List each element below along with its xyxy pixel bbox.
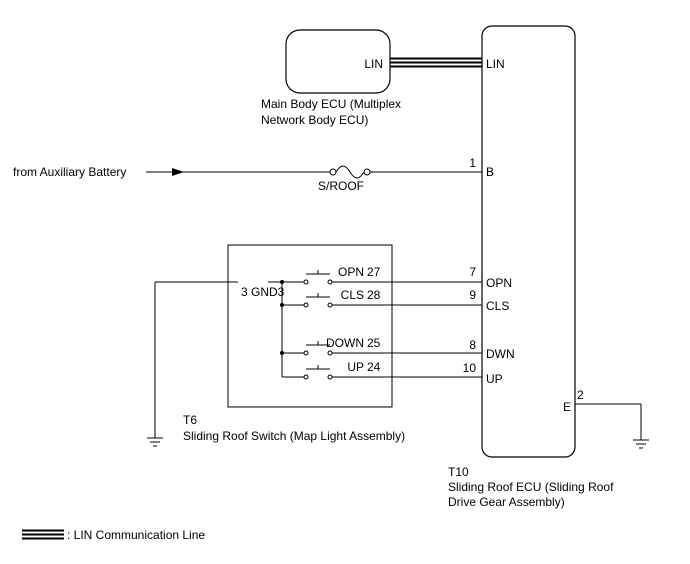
switch-contact-opn bbox=[282, 270, 482, 285]
sliding-roof-ecu-caption-line1: Sliding Roof ECU (Sliding Roof bbox=[448, 480, 614, 494]
ecu-pin-name-lin: LIN bbox=[486, 57, 505, 71]
sliding-roof-ecu-caption-line2: Drive Gear Assembly) bbox=[448, 495, 565, 509]
switch-contact-down bbox=[282, 341, 482, 356]
ecu-pin-name-e: E bbox=[563, 400, 571, 414]
ecu-pin-name-b: B bbox=[486, 165, 494, 179]
switch-pin-number-28: 28 bbox=[367, 288, 381, 302]
ecu-pin-name-dwn: DWN bbox=[486, 347, 515, 361]
switch-pin-number-25: 25 bbox=[367, 336, 381, 350]
switch-pin-name-opn: OPN bbox=[338, 265, 364, 279]
fuse-label: S/ROOF bbox=[318, 179, 364, 193]
main-body-ecu-caption-line1: Main Body ECU (Multiplex bbox=[261, 97, 401, 111]
switch-pin-number-24: 24 bbox=[367, 360, 381, 374]
ecu-pin-number-e: 2 bbox=[577, 388, 584, 402]
main-body-ecu: LIN Main Body ECU (Multiplex Network Bod… bbox=[261, 29, 401, 127]
sliding-roof-switch-connector: T6 bbox=[183, 413, 197, 427]
ecu-pin-name-opn: OPN bbox=[486, 276, 512, 290]
switch-ground-pin-number: 3 bbox=[241, 285, 248, 299]
sliding-roof-ecu-box bbox=[481, 25, 576, 458]
main-body-ecu-lin-pin: LIN bbox=[364, 57, 383, 71]
switch-pin-number-27: 27 bbox=[367, 265, 381, 279]
switch-ground-pin-name: GND3 bbox=[251, 285, 285, 299]
main-body-ecu-caption-line2: Network Body ECU) bbox=[261, 113, 368, 127]
sliding-roof-switch-caption: Sliding Roof Switch (Map Light Assembly) bbox=[183, 429, 405, 443]
switch-pin-name-up: UP bbox=[347, 360, 364, 374]
switch-pin-name-cls: CLS bbox=[341, 288, 364, 302]
power-source-label: from Auxiliary Battery bbox=[13, 165, 126, 179]
sliding-roof-ecu-connector: T10 bbox=[448, 465, 469, 479]
power-feed: from Auxiliary Battery S/ROOF bbox=[13, 165, 482, 193]
ecu-pin-number-up: 10 bbox=[463, 361, 477, 375]
sliding-roof-ecu: LIN 1 B 7 OPN 9 CLS 8 DWN 10 UP E 2 T10 … bbox=[448, 25, 614, 509]
switch-pin-name-down: DOWN bbox=[326, 336, 364, 350]
sliding-roof-switch-box bbox=[227, 244, 393, 408]
switch-contact-up bbox=[282, 365, 482, 380]
switch-contact-cls bbox=[282, 293, 482, 308]
ecu-pin-number-cls: 9 bbox=[469, 288, 476, 302]
ecu-pin-name-cls: CLS bbox=[486, 299, 509, 313]
switch-ground-wire bbox=[147, 281, 238, 447]
lin-bus-line bbox=[390, 57, 482, 68]
arrow-icon bbox=[172, 168, 184, 176]
ecu-pin-number-dwn: 8 bbox=[469, 338, 476, 352]
legend: : LIN Communication Line bbox=[22, 528, 205, 542]
ecu-pin-number-opn: 7 bbox=[469, 265, 476, 279]
sliding-roof-switch: 3 GND3 OPN 27 27 CLS 28 bbox=[183, 244, 482, 443]
legend-lin-text: : LIN Communication Line bbox=[67, 528, 205, 542]
lin-line-legend-icon bbox=[22, 529, 64, 540]
fuse-icon bbox=[329, 165, 371, 179]
ecu-pin-name-up: UP bbox=[486, 372, 503, 386]
ecu-pin-number-b: 1 bbox=[469, 156, 476, 170]
ecu-ground-wire bbox=[575, 403, 649, 449]
